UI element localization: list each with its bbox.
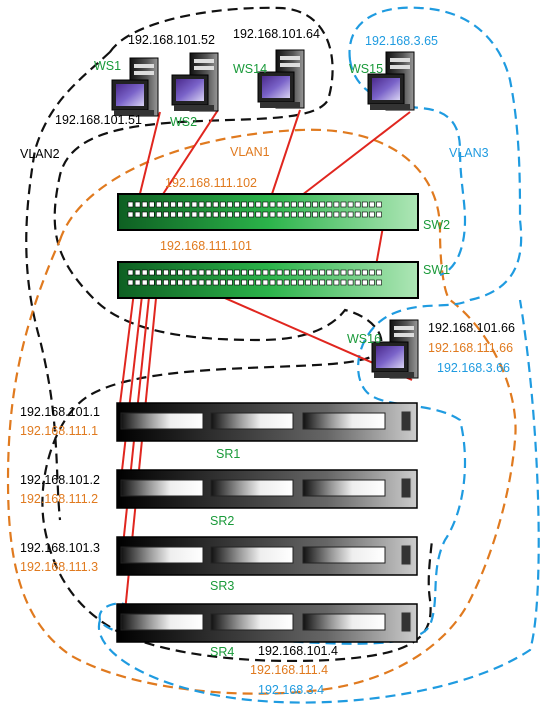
sr1-ip-101-label: 192.168.101.1 bbox=[20, 405, 100, 419]
sr4-server bbox=[116, 603, 418, 643]
ws16-ip-101-label: 192.168.101.66 bbox=[428, 321, 515, 335]
sr4-name-label: SR4 bbox=[210, 645, 235, 659]
link-sw1-sr1 bbox=[117, 275, 137, 421]
ws14-ip-label: 192.168.101.64 bbox=[233, 27, 320, 41]
sw1-name-label: SW1 bbox=[423, 263, 451, 277]
device-group bbox=[111, 49, 419, 643]
sr2-ip-101-label: 192.168.101.2 bbox=[20, 473, 100, 487]
sr4-ip-111-label: 192.168.111.4 bbox=[250, 663, 329, 677]
ws16-ip-111-label: 192.168.111.66 bbox=[428, 341, 514, 355]
ws15-ip-label: 192.168.3.65 bbox=[365, 34, 438, 48]
vlan1-boundary bbox=[6, 128, 517, 695]
link-sw1-sr2 bbox=[119, 277, 145, 489]
ws1-ip-label: 192.168.101.51 bbox=[55, 113, 142, 127]
sr3-server bbox=[116, 536, 418, 576]
sw2-name-label: SW2 bbox=[423, 218, 451, 232]
sr3-name-label: SR3 bbox=[210, 579, 235, 593]
vlan3-label: VLAN3 bbox=[449, 146, 489, 160]
ws1-computer bbox=[111, 57, 159, 117]
sr4-ip-101-label: 192.168.101.4 bbox=[258, 644, 338, 658]
vlan2-boundary bbox=[25, 6, 434, 663]
ws14-name-label: WS14 bbox=[233, 62, 268, 76]
ws2-name-label: WS2 bbox=[170, 115, 198, 129]
sr1-name-label: SR1 bbox=[216, 447, 241, 461]
sr4-ip-3-label: 192.168.3.4 bbox=[258, 683, 325, 697]
sr2-ip-111-label: 192.168.111.2 bbox=[20, 492, 99, 506]
vlan3-boundary bbox=[97, 6, 540, 704]
sr3-ip-101-label: 192.168.101.3 bbox=[20, 541, 100, 555]
ws15-computer bbox=[367, 51, 415, 111]
sw2-ip-label: 192.168.111.102 bbox=[165, 176, 257, 190]
ws14-computer bbox=[257, 49, 305, 109]
ws2-ip-label: 192.168.101.52 bbox=[128, 33, 215, 47]
ws1-name-label: WS1 bbox=[94, 59, 122, 73]
ws16-name-label: WS16 bbox=[347, 332, 382, 346]
ws16-computer bbox=[371, 319, 419, 379]
ws16-ip-3-label: 192.168.3.66 bbox=[437, 361, 510, 375]
sr2-name-label: SR2 bbox=[210, 514, 235, 528]
ws15-name-label: WS15 bbox=[349, 62, 384, 76]
sw2-switch bbox=[117, 193, 419, 231]
sw1-switch bbox=[117, 261, 419, 299]
sr3-ip-111-label: 192.168.111.3 bbox=[20, 560, 99, 574]
sw1-ip-label: 192.168.111.101 bbox=[160, 239, 252, 253]
sr2-server bbox=[116, 469, 418, 509]
sr1-ip-111-label: 192.168.111.1 bbox=[20, 424, 99, 438]
vlan1-label: VLAN1 bbox=[230, 145, 270, 159]
ws2-computer bbox=[171, 52, 219, 112]
vlan2-label: VLAN2 bbox=[20, 147, 60, 161]
sr1-server bbox=[116, 402, 418, 442]
